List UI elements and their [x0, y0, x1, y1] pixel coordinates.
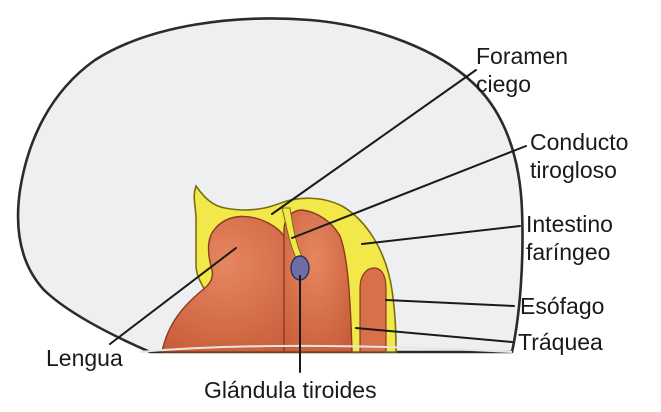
label-intestino-line2: faríngeo — [526, 238, 613, 266]
label-glandula-tiroides: Glándula tiroides — [204, 376, 377, 404]
label-intestino-faringeo: Intestino faríngeo — [526, 210, 613, 266]
label-conducto-line1: Conducto — [530, 128, 628, 156]
label-lengua: Lengua — [46, 344, 123, 372]
label-foramen-line1: Foramen — [476, 42, 568, 70]
label-conducto-line2: tirogloso — [530, 156, 628, 184]
label-conducto-tirogloso: Conducto tirogloso — [530, 128, 628, 184]
label-esofago: Esófago — [520, 292, 604, 320]
label-foramen-line2: ciego — [476, 70, 568, 98]
label-foramen-ciego: Foramen ciego — [476, 42, 568, 98]
esophagus-tube — [360, 268, 386, 352]
label-traquea: Tráquea — [518, 328, 603, 356]
label-intestino-line1: Intestino — [526, 210, 613, 238]
